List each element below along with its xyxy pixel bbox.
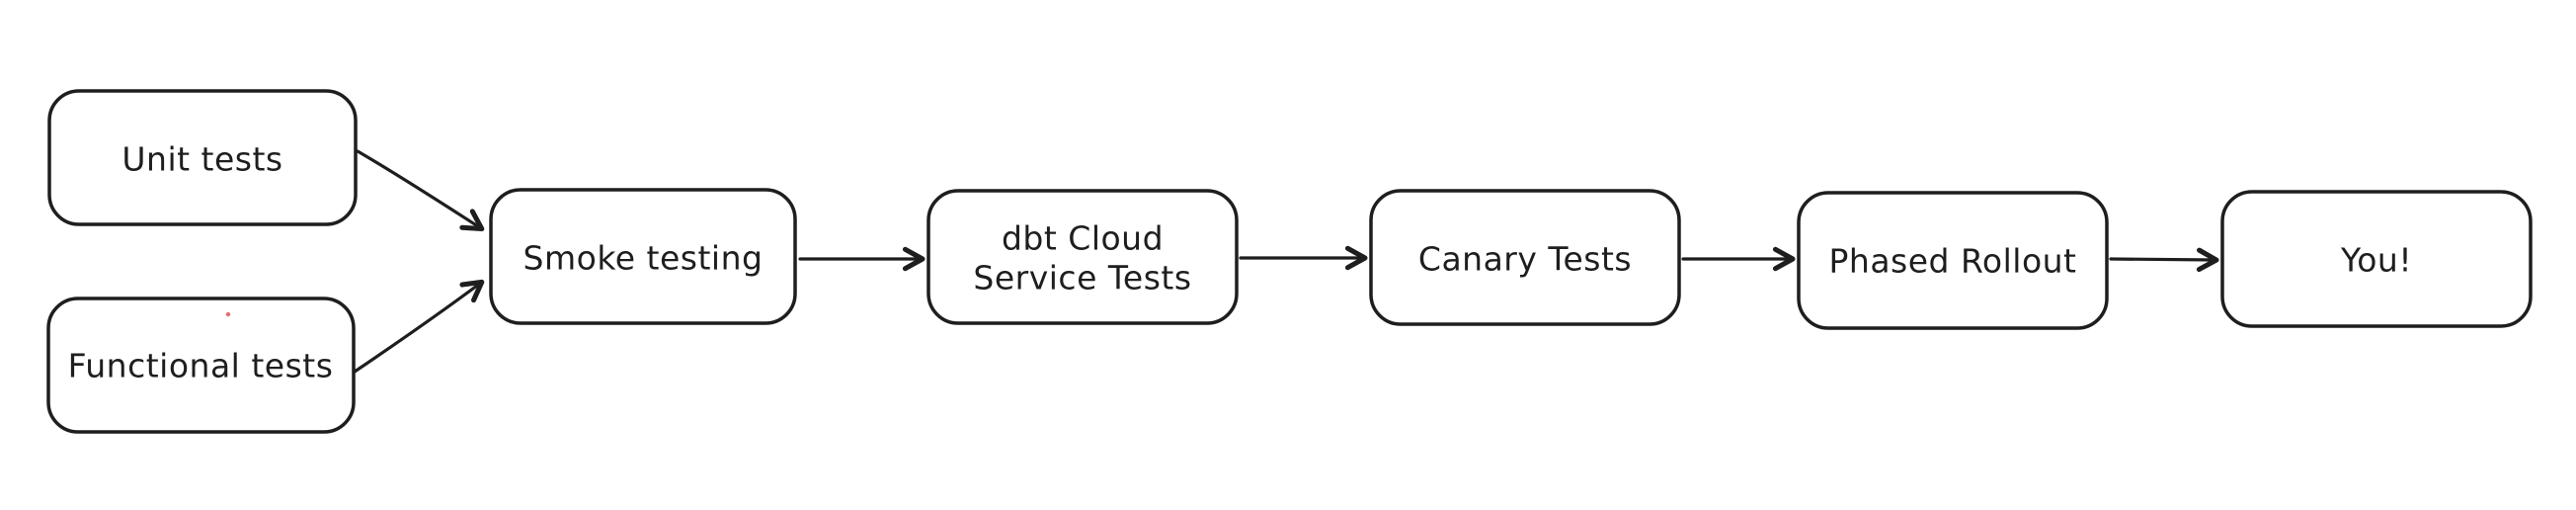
red-speck-artifact — [225, 311, 231, 317]
node-smoke-testing-label: Smoke testing — [523, 239, 764, 278]
node-functional-tests-label: Functional tests — [68, 347, 334, 385]
node-canary-tests-label: Canary Tests — [1418, 240, 1632, 279]
node-functional-tests: Functional tests — [46, 297, 356, 434]
node-smoke-testing: Smoke testing — [489, 188, 797, 325]
node-phased-rollout-label: Phased Rollout — [1829, 242, 2077, 281]
node-unit-tests-box — [47, 89, 358, 226]
node-dbt-cloud-service-tests-label-line2: Service Tests — [973, 259, 1191, 298]
node-phased-rollout-box — [1797, 191, 2109, 330]
node-dbt-cloud-service-tests-label-line1: dbt Cloud — [1002, 219, 1164, 258]
edges — [353, 149, 2219, 374]
node-canary-tests-box — [1369, 189, 1681, 326]
node-unit-tests-label: Unit tests — [121, 140, 282, 179]
edge-functional-tests-to-smoke-testing-arrow — [353, 279, 485, 374]
node-dbt-cloud-service-tests-box — [926, 189, 1239, 325]
node-phased-rollout: Phased Rollout — [1797, 191, 2109, 330]
node-you-label: You! — [2340, 241, 2412, 280]
node-canary-tests: Canary Tests — [1369, 189, 1681, 326]
edge-unit-tests-to-smoke-testing-arrow — [356, 149, 485, 232]
node-dbt-cloud-service-tests: dbt Cloud Service Tests — [926, 189, 1239, 325]
node-you-box — [2220, 190, 2533, 328]
node-unit-tests: Unit tests — [47, 89, 358, 226]
edge-phased-rollout-to-you-arrow — [2109, 247, 2219, 273]
node-functional-tests-box — [46, 297, 356, 434]
node-smoke-testing-box — [489, 188, 797, 325]
node-you: You! — [2220, 190, 2533, 328]
